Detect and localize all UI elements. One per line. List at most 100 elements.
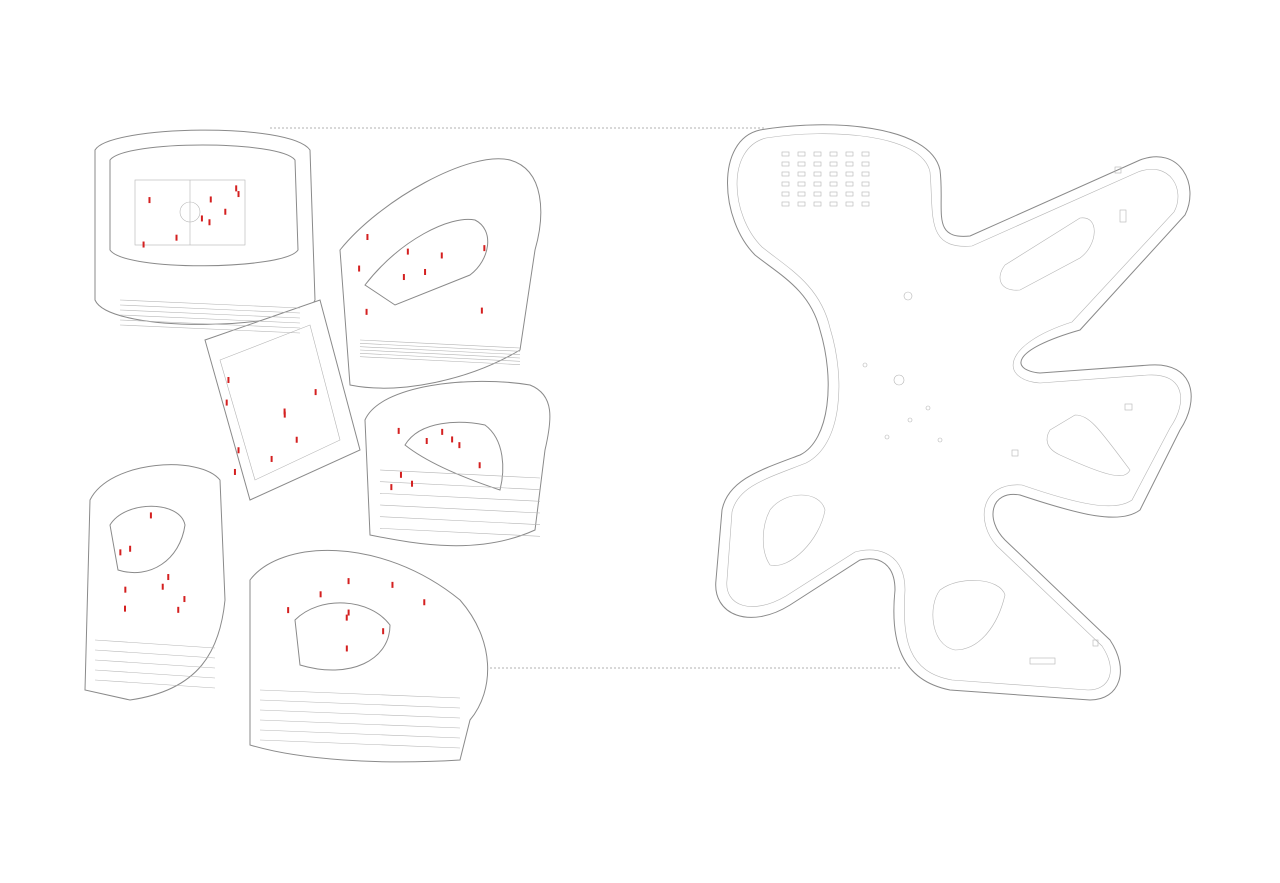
fixture	[1092, 639, 1099, 647]
seat	[797, 161, 806, 167]
person-figure	[441, 428, 444, 435]
fixture	[1124, 403, 1133, 411]
seat	[861, 191, 870, 197]
seat	[781, 201, 790, 207]
fixture	[1119, 209, 1127, 223]
fixture	[1114, 166, 1122, 174]
seat	[861, 201, 870, 207]
person-figure	[347, 609, 350, 616]
seat	[845, 151, 854, 157]
seat	[861, 181, 870, 187]
person-figure	[224, 208, 227, 215]
person-figure	[209, 196, 212, 203]
column	[903, 291, 913, 301]
person-figure	[423, 599, 426, 606]
void-3	[932, 580, 1006, 651]
floor-line	[259, 719, 461, 729]
floor-line	[359, 353, 521, 362]
petal-bottom	[249, 550, 489, 763]
seat	[829, 201, 838, 207]
floor-line	[359, 339, 521, 349]
person-figure	[411, 480, 414, 487]
seat	[781, 191, 790, 197]
seat	[829, 151, 838, 157]
floor-line	[379, 528, 541, 537]
floor-line	[119, 299, 301, 309]
floor-line	[94, 649, 216, 659]
void-4	[762, 494, 826, 566]
seat	[845, 181, 854, 187]
person-figure	[425, 438, 428, 445]
person-figure	[270, 455, 273, 462]
person-figure	[208, 219, 211, 226]
floor-line	[119, 324, 301, 334]
floor-line	[119, 319, 301, 329]
seat	[845, 191, 854, 197]
person-figure	[478, 462, 481, 469]
person-figure	[382, 628, 385, 635]
person-figure	[440, 252, 443, 259]
person-figure	[177, 606, 180, 613]
floor-line	[359, 356, 521, 365]
floor-line	[259, 729, 461, 739]
person-figure	[480, 307, 483, 314]
floor-line	[259, 689, 461, 699]
seat	[861, 161, 870, 167]
person-figure	[237, 447, 240, 454]
person-figure	[287, 607, 290, 614]
seat	[829, 161, 838, 167]
person-figure	[183, 596, 186, 603]
person-figure	[397, 427, 400, 434]
person-figure	[391, 581, 394, 588]
floor-line	[94, 679, 216, 689]
person-figure	[149, 512, 152, 519]
floor-line	[94, 639, 216, 649]
people-figures	[119, 185, 486, 652]
person-figure	[161, 583, 164, 590]
person-figure	[124, 586, 127, 593]
floor-line	[119, 304, 301, 314]
seat	[845, 161, 854, 167]
person-figure	[124, 605, 127, 612]
petal-top-left-gym	[94, 129, 316, 325]
floor-line	[259, 709, 461, 719]
person-figure	[283, 411, 286, 418]
floor-line	[359, 343, 521, 352]
seat	[781, 151, 790, 157]
seat	[861, 171, 870, 177]
seat	[813, 161, 822, 167]
person-figure	[167, 574, 170, 581]
person-figure	[319, 591, 322, 598]
person-figure	[142, 241, 145, 248]
void-1	[999, 217, 1095, 291]
central-atrium	[94, 299, 541, 749]
petal-left	[84, 464, 226, 701]
seat	[813, 191, 822, 197]
person-figure	[390, 484, 393, 491]
person-figure	[148, 197, 151, 204]
floor-line	[379, 504, 541, 514]
person-figure	[345, 645, 348, 652]
axonometric-view	[84, 129, 551, 763]
person-figure	[483, 245, 486, 252]
seat	[829, 191, 838, 197]
seat	[829, 181, 838, 187]
person-figure	[451, 436, 454, 443]
column	[893, 374, 905, 386]
fixture	[1029, 657, 1056, 665]
person-figure	[358, 265, 361, 272]
person-figure	[175, 234, 178, 241]
person-figure	[283, 408, 286, 415]
seat	[813, 171, 822, 177]
person-figure	[227, 376, 230, 383]
person-figure	[314, 389, 317, 396]
seat	[861, 151, 870, 157]
person-figure	[237, 191, 240, 198]
petal-right	[364, 380, 551, 547]
floor-line	[379, 493, 541, 502]
floor-line	[94, 659, 216, 669]
seating-grid	[781, 151, 870, 207]
floor-line	[259, 739, 461, 749]
column	[884, 434, 890, 440]
floor-line	[259, 699, 461, 709]
